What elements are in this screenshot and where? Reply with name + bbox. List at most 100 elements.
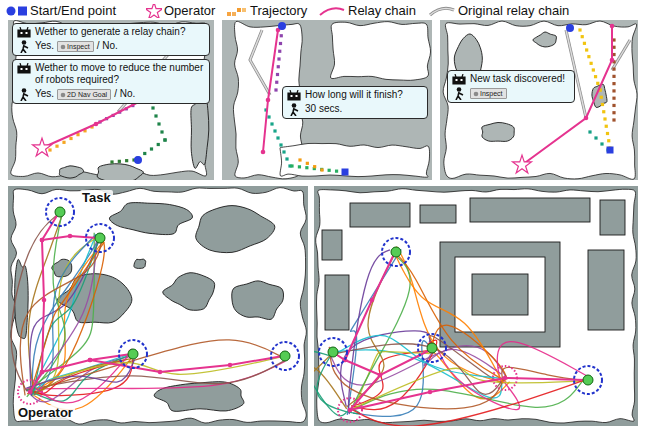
robot-icon (453, 74, 465, 84)
trajectory-point (298, 165, 301, 168)
trajectory-point (227, 12, 231, 16)
button: 2D Nav Goal (57, 89, 111, 100)
robot-eye (26, 32, 28, 34)
person-icon (292, 103, 297, 108)
obstacle (533, 32, 557, 47)
legend-sample (318, 5, 346, 17)
robot-trajectory (30, 234, 102, 396)
relay-robot (610, 58, 615, 63)
obstacle (472, 274, 528, 315)
obstacle (109, 203, 192, 235)
map-panel (314, 186, 638, 426)
button-label: 2D Nav Goal (67, 91, 107, 98)
person-icon (289, 103, 301, 116)
robot-icon (18, 63, 30, 73)
map-background (314, 186, 638, 426)
legend-text: Operator (164, 3, 215, 18)
relay-robot (42, 298, 47, 303)
person-icon (456, 92, 463, 100)
start-point (134, 156, 142, 164)
free-space (280, 143, 430, 177)
obstacle (470, 198, 590, 222)
trajectory-point (320, 168, 323, 171)
original-relay-chain (430, 8, 454, 15)
person-icon (291, 108, 298, 116)
trajectory-point (118, 160, 121, 163)
trajectory-point (62, 141, 65, 144)
robot-trajectory (34, 352, 136, 391)
map-background (222, 20, 432, 180)
obstacle (600, 200, 625, 235)
end-point (607, 147, 614, 154)
person-icon (457, 87, 462, 92)
obstacle (420, 205, 456, 223)
relay-chain (320, 8, 344, 15)
relay-robot (610, 24, 615, 29)
task-region (119, 340, 147, 368)
trajectory-point (275, 81, 278, 84)
obstacle (482, 122, 515, 141)
answer-text: 30 secs. (305, 103, 342, 116)
obstacle (440, 242, 560, 347)
task-region (86, 224, 114, 252)
answer-text: / No. (114, 88, 135, 101)
dialog-row: 30 secs. (305, 103, 423, 116)
button-icon (473, 91, 479, 97)
dialog-row: New task discovered! (470, 73, 570, 86)
trajectory-point (594, 75, 597, 78)
robot-trajectory (334, 344, 506, 395)
trajectory-point (612, 104, 615, 107)
trajectory-point (160, 130, 163, 133)
legend-item: Trajectory (226, 3, 307, 18)
trajectory-point (588, 130, 591, 133)
trajectory-point (278, 50, 281, 53)
obstacle (455, 257, 545, 332)
original-relay-chain (250, 30, 270, 95)
trajectory-point (603, 117, 606, 120)
task-point (427, 343, 437, 353)
trajectory-point (612, 89, 615, 92)
question-text: Wether to move to reduce the number of r… (35, 62, 203, 86)
robot-trajectory (396, 246, 503, 382)
dialog-row: Wether to move to reduce the number of r… (35, 62, 205, 87)
trajectory-point (279, 42, 282, 45)
robot-trajectory (29, 355, 288, 387)
trajectory-point (606, 132, 609, 135)
trajectory-point (612, 75, 615, 78)
trajectory-point (305, 166, 308, 169)
task-point (55, 207, 65, 217)
trajectory-point (306, 162, 309, 165)
free-space (11, 188, 307, 425)
person-icon (21, 45, 28, 53)
legend-sample (428, 5, 456, 17)
trajectory-point (581, 35, 584, 38)
relay-robot (261, 150, 266, 155)
relay-robot (68, 234, 73, 239)
obstacle (15, 259, 29, 338)
map-background (8, 20, 214, 180)
start-point (566, 24, 574, 32)
obstacle (134, 259, 146, 268)
relay-robot (88, 358, 93, 363)
trajectory-point (605, 125, 608, 128)
relay-robot (40, 238, 45, 243)
relay-robot (266, 98, 271, 103)
legend-text: Original relay chain (458, 3, 569, 18)
trajectory-point (290, 164, 293, 167)
relay-robot (40, 238, 45, 243)
obstacle (97, 164, 143, 180)
robot-trajectory (32, 237, 97, 394)
legend-item: Original relay chain (428, 3, 569, 18)
trajectory-point (274, 88, 277, 91)
relay-robot (348, 408, 353, 413)
trajectory-point (601, 103, 604, 106)
relay-chain (42, 354, 131, 372)
relay-robot (40, 370, 45, 375)
button-label: Inspect (480, 90, 503, 97)
task-point (583, 375, 593, 385)
legend-item: Relay chain (318, 3, 416, 18)
map-background (8, 186, 308, 426)
relay-chain (30, 214, 58, 392)
dialog-box: How long will it finish?30 secs. (282, 86, 428, 119)
